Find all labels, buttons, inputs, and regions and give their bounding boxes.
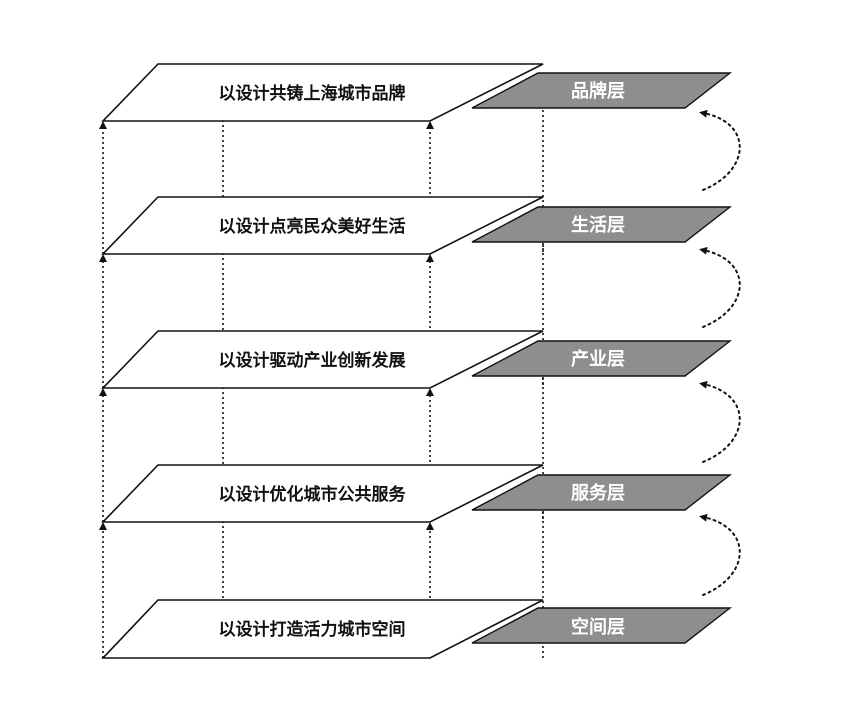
- curved-arrow-icon: [699, 513, 741, 596]
- layer-label: 以设计驱动产业创新发展: [219, 350, 406, 371]
- layer-tag-plate: [471, 607, 733, 644]
- layer-label: 以设计共铸上海城市品牌: [219, 83, 406, 104]
- layer-service: 以设计优化城市公共服务 服务层: [101, 464, 733, 523]
- layer-tag: 生活层: [571, 214, 625, 236]
- layer-space: 以设计打造活力城市空间 空间层: [101, 599, 733, 659]
- layer-life: 以设计点亮民众美好生活 生活层: [101, 196, 733, 255]
- layer-label: 以设计点亮民众美好生活: [219, 216, 406, 237]
- layer-label: 以设计优化城市公共服务: [219, 484, 407, 505]
- layer-plane: [101, 196, 544, 255]
- layer-tag: 服务层: [571, 482, 625, 504]
- layer-plane: [101, 464, 544, 523]
- curved-arrow-icon: [699, 109, 741, 191]
- layer-tag: 产业层: [571, 348, 625, 370]
- flow-arrows: [699, 109, 741, 596]
- layer-plane: [101, 63, 544, 122]
- layer-tag: 空间层: [571, 616, 625, 638]
- layer-tag-plate: [471, 340, 733, 377]
- layer-plane: [101, 330, 544, 389]
- layer-brand: 以设计共铸上海城市品牌 品牌层: [101, 63, 733, 122]
- layer-tag: 品牌层: [571, 80, 625, 102]
- curved-arrow-icon: [699, 380, 741, 463]
- layer-plane: [101, 599, 544, 659]
- layer-tag-plate: [471, 72, 733, 109]
- layer-tag-plate: [471, 206, 733, 243]
- layer-industry: 以设计驱动产业创新发展 产业层: [101, 330, 733, 389]
- layer-label: 以设计打造活力城市空间: [219, 619, 406, 640]
- curved-arrow-icon: [699, 246, 741, 328]
- layer-tag-plate: [471, 474, 733, 511]
